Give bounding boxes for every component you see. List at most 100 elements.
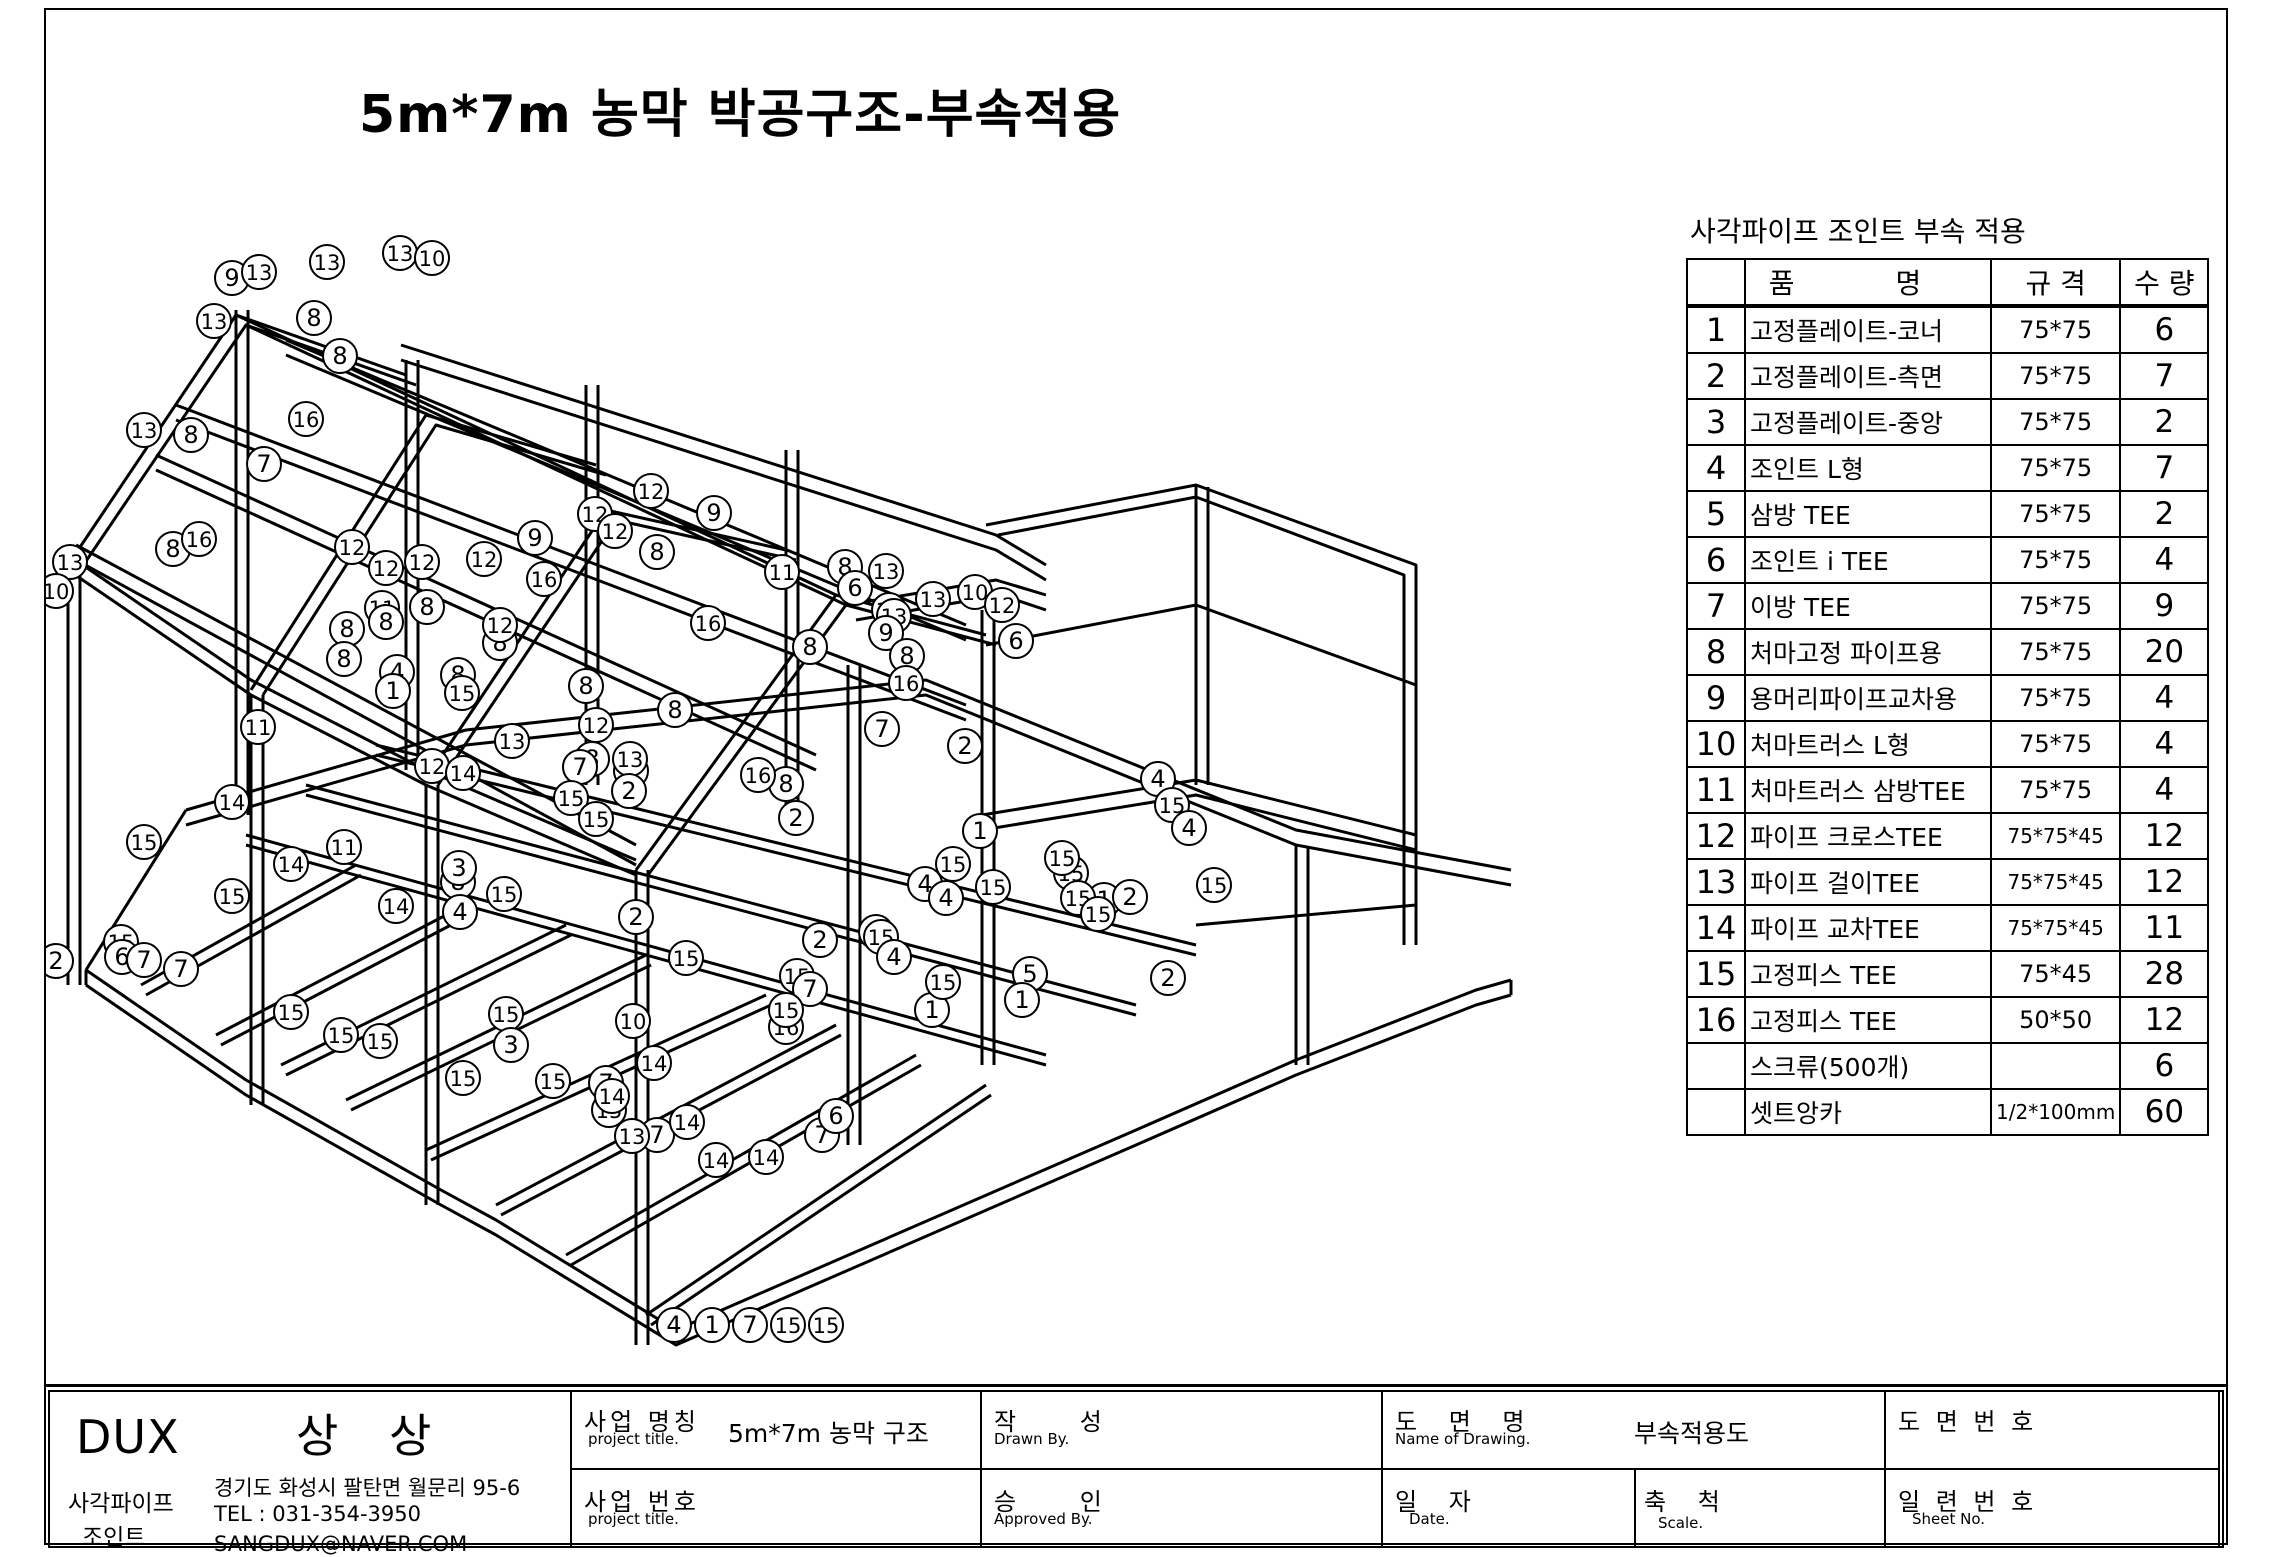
callout-bubble: 12	[597, 513, 633, 549]
callout-number: 16	[695, 612, 722, 636]
date-label-en: Date.	[1409, 1510, 1450, 1528]
sheet-no-label: 일 련 번 호	[1898, 1488, 2038, 1516]
callout-bubble: 7	[126, 942, 162, 978]
callout-circle	[173, 417, 209, 453]
callout-bubble: 7	[562, 749, 598, 785]
company-name: 상 상	[296, 1409, 450, 1463]
callout-number: 15	[219, 885, 246, 909]
part-qty: 4	[2119, 674, 2210, 722]
drawn-by-label-en: Drawn By.	[994, 1430, 1070, 1448]
callout-number: 12	[989, 594, 1016, 618]
project-name-label: 사업 명칭	[584, 1408, 700, 1436]
callout-bubble: 13	[612, 741, 648, 777]
callout-number: 15	[1049, 847, 1076, 871]
callout-bubble: 4	[928, 880, 964, 916]
callout-circle	[414, 240, 450, 276]
callout-number: 13	[201, 310, 228, 334]
callout-number: 7	[649, 1121, 664, 1149]
callout-number: 12	[583, 714, 610, 738]
callout-circle	[868, 553, 904, 589]
callout-bubble: 8	[639, 534, 675, 570]
callout-circle	[748, 1139, 784, 1175]
callout-number: 1	[385, 677, 400, 705]
part-name: 용머리파이프교차용	[1744, 674, 1992, 722]
callout-bubble: 16	[888, 665, 924, 701]
company-sub2: 조인트	[82, 1525, 146, 1551]
callout-number: 13	[131, 419, 158, 443]
callout-number: 8	[778, 770, 793, 798]
callout-circle	[378, 888, 414, 924]
callout-bubble: 7	[864, 711, 900, 747]
callout-number: 13	[314, 251, 341, 275]
part-spec: 75*75*45	[1989, 904, 2122, 952]
callout-bubble: 15	[578, 801, 614, 837]
callout-circle	[837, 570, 873, 606]
part-number	[1686, 1088, 1746, 1136]
callout-circle	[618, 899, 654, 935]
callout-number: 13	[387, 242, 414, 266]
callout-circle	[778, 800, 814, 836]
callout-number: 4	[452, 898, 467, 926]
part-name: 스크류(500개)	[1744, 1042, 1992, 1090]
callout-circle	[1196, 867, 1232, 903]
callout-circle	[808, 1307, 844, 1343]
callout-number: 14	[641, 1052, 668, 1076]
callout-circle	[1044, 840, 1080, 876]
part-number: 13	[1686, 858, 1746, 906]
part-name: 고정피스 TEE	[1744, 950, 1992, 998]
part-spec: 75*75	[1989, 720, 2122, 768]
callout-bubble: 16	[526, 561, 562, 597]
callout-circle	[323, 1017, 359, 1053]
part-name: 파이프 걸이TEE	[1744, 858, 1992, 906]
callout-number: 9	[527, 524, 542, 552]
part-name: 처마고정 파이프용	[1744, 628, 1992, 676]
scale-label-en: Scale.	[1658, 1514, 1704, 1532]
callout-bubble: 2	[802, 922, 838, 958]
callout-bubble: 16	[740, 757, 776, 793]
callout-bubble: 7	[246, 446, 282, 482]
callout-bubble: 7	[792, 971, 828, 1007]
callout-number: 16	[531, 568, 558, 592]
parts-table-header: 품 명 규 격 수 량	[1686, 258, 2210, 308]
callout-bubble: 14	[636, 1045, 672, 1081]
callout-circle	[935, 846, 971, 882]
part-name: 고정플레이트-중앙	[1744, 398, 1992, 446]
callout-bubble: 13	[494, 723, 530, 759]
callout-bubble: 15	[808, 1307, 844, 1343]
title-block: DUX 상 상 사각파이프 조인트 경기도 화성시 팔탄면 월문리 95-6 T…	[44, 1384, 2228, 1556]
callout-bubble: 15	[486, 876, 522, 912]
callout-circle	[482, 607, 518, 643]
callout-bubble: 15	[925, 964, 961, 1000]
part-qty: 7	[2119, 444, 2210, 492]
callout-number: 6	[847, 574, 862, 602]
callout-number: 8	[419, 593, 434, 621]
callout-number: 15	[493, 1003, 520, 1027]
divider	[2218, 1390, 2220, 1548]
callout-bubble: 8	[329, 611, 365, 647]
callout-bubble: 15	[323, 1017, 359, 1053]
callout-number: 15	[328, 1024, 355, 1048]
callout-circle	[984, 587, 1020, 623]
callout-number: 2	[628, 903, 643, 931]
callout-bubble: 16	[288, 401, 324, 437]
part-spec: 75*75	[1989, 536, 2122, 584]
part-qty: 4	[2119, 720, 2210, 768]
drawing-name-label-en: Name of Drawing.	[1395, 1430, 1531, 1448]
callout-number: 3	[451, 854, 466, 882]
callout-circle	[915, 581, 951, 617]
callout-bubble: 4	[442, 894, 478, 930]
callout-circle	[241, 254, 277, 290]
callout-bubble: 2	[1150, 960, 1186, 996]
callout-bubble: 8	[409, 589, 445, 625]
part-spec: 75*75*45	[1989, 812, 2122, 860]
callout-bubble: 6	[818, 1098, 854, 1134]
callout-bubble: 8	[768, 766, 804, 802]
callout-number: 7	[572, 753, 587, 781]
callout-bubble: 12	[368, 550, 404, 586]
